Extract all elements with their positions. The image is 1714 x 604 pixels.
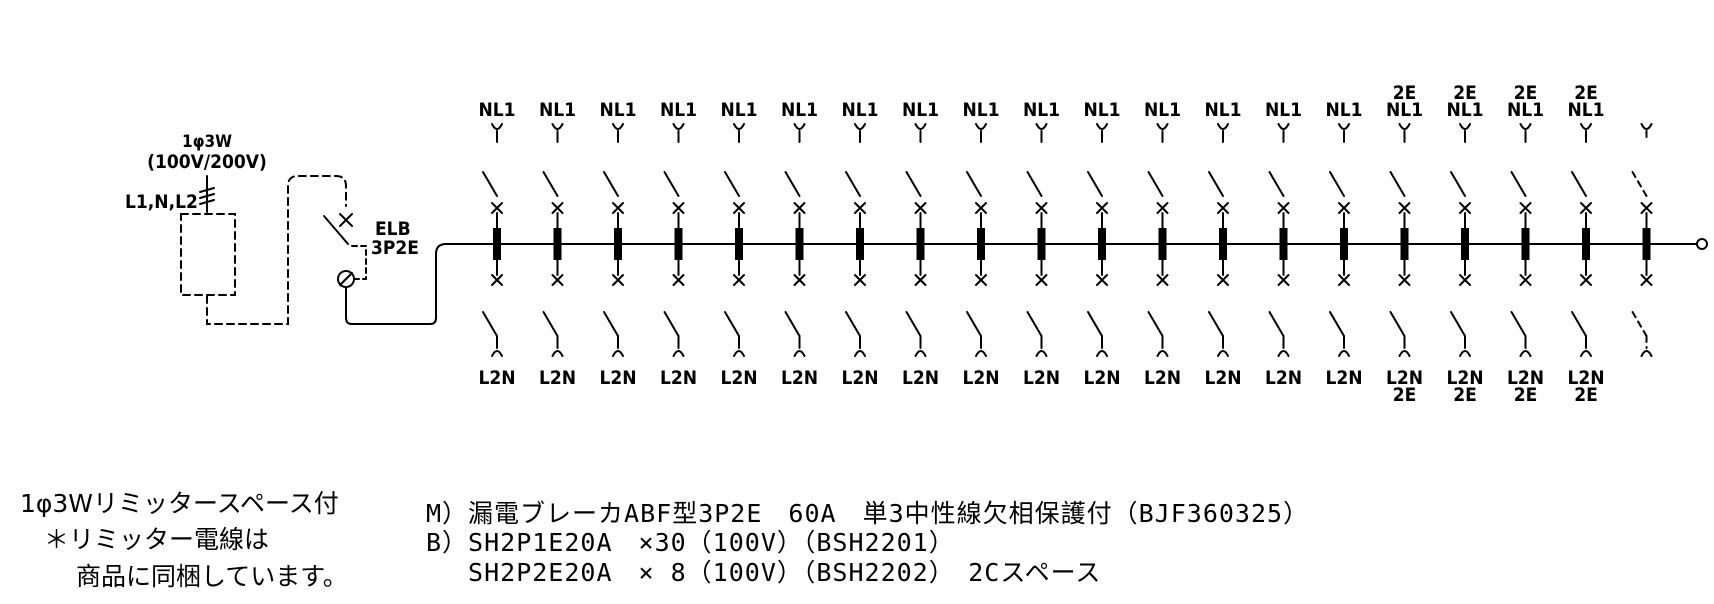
branch-17-top-label-1: 2E [1453,82,1477,104]
branch-12-bottom-label-1: L2N [1144,367,1181,389]
busbar-terminal [1696,238,1708,250]
branch-5-bottom-label-1: L2N [720,367,757,389]
branch-10-top-label-1: NL1 [1023,99,1060,121]
branch-16-top-label-1: 2E [1393,82,1417,104]
branch-6-top-label-1: NL1 [781,99,818,121]
branch-4-top-label-1: NL1 [660,99,697,121]
main-elb-type-label: ELB [375,218,411,240]
branch-8-bottom-label-1: L2N [902,367,939,389]
branch-1-bottom-label-1: L2N [478,367,515,389]
branch-15-bottom-label-1: L2N [1325,367,1362,389]
branch-2-top-label-1: NL1 [539,99,576,121]
branch-4-bottom-label-1: L2N [660,367,697,389]
branch-17-bottom-label-2: 2E [1453,384,1477,406]
branch-7-bottom-label-1: L2N [841,367,878,389]
branch-9-bottom-label-1: L2N [962,367,999,389]
main-elb-poles-label: 3P2E [371,237,419,259]
branch-14-bottom-label-1: L2N [1265,367,1302,389]
branch-13-top-label-1: NL1 [1204,99,1241,121]
branch-17-top-label-2: NL1 [1446,99,1483,121]
branch-13-bottom-label-1: L2N [1204,367,1241,389]
branch-3-top-label-1: NL1 [599,99,636,121]
branch-7-top-label-1: NL1 [841,99,878,121]
branch-5-top-label-1: NL1 [720,99,757,121]
branch-15-top-label-1: NL1 [1325,99,1362,121]
limiter-space-box [180,213,236,296]
branch-19-bottom-label-1: L2N [1567,367,1604,389]
supply-lines-label: L1,N,L2 [125,191,198,213]
branch-19-top-label-1: 2E [1574,82,1598,104]
three-wire-mark [199,175,215,213]
branch-16-top-label-2: NL1 [1386,99,1423,121]
limiter-cable [206,175,347,325]
main-elb-symbol [323,213,471,325]
branch-11-top-label-1: NL1 [1083,99,1120,121]
branch-16-bottom-label-2: 2E [1393,384,1417,406]
branch-18-bottom-label-2: 2E [1514,384,1538,406]
branch-10-bottom-label-1: L2N [1023,367,1060,389]
branch-18-top-label-1: 2E [1514,82,1538,104]
branch-6-bottom-label-1: L2N [781,367,818,389]
branch-circuit-20 [1631,123,1653,357]
branch-16-bottom-label-1: L2N [1386,367,1423,389]
branch-19-top-label-2: NL1 [1567,99,1604,121]
branch-14-top-label-1: NL1 [1265,99,1302,121]
branch-11-bottom-label-1: L2N [1083,367,1120,389]
branch-18-top-label-2: NL1 [1507,99,1544,121]
branch-18-bottom-label-1: L2N [1507,367,1544,389]
branch-1-top-label-1: NL1 [478,99,515,121]
branch-12-top-label-1: NL1 [1144,99,1181,121]
branch-3-bottom-label-1: L2N [599,367,636,389]
branch-8-top-label-1: NL1 [902,99,939,121]
branch-2-bottom-label-1: L2N [539,367,576,389]
branch-19-bottom-label-2: 2E [1574,384,1598,406]
branch-9-top-label-1: NL1 [962,99,999,121]
branch-17-bottom-label-1: L2N [1446,367,1483,389]
supply-voltage-label: (100V/200V) [147,151,267,173]
supply-phase-label: 1φ3W [182,132,232,152]
